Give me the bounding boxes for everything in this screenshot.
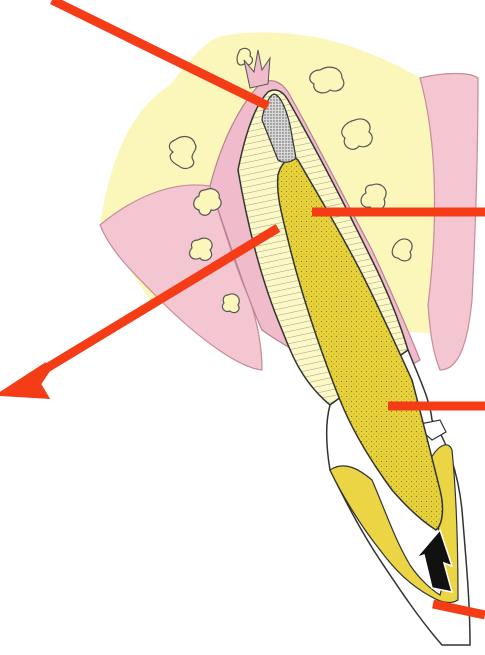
pointer-arrow-icon xyxy=(8,366,48,394)
